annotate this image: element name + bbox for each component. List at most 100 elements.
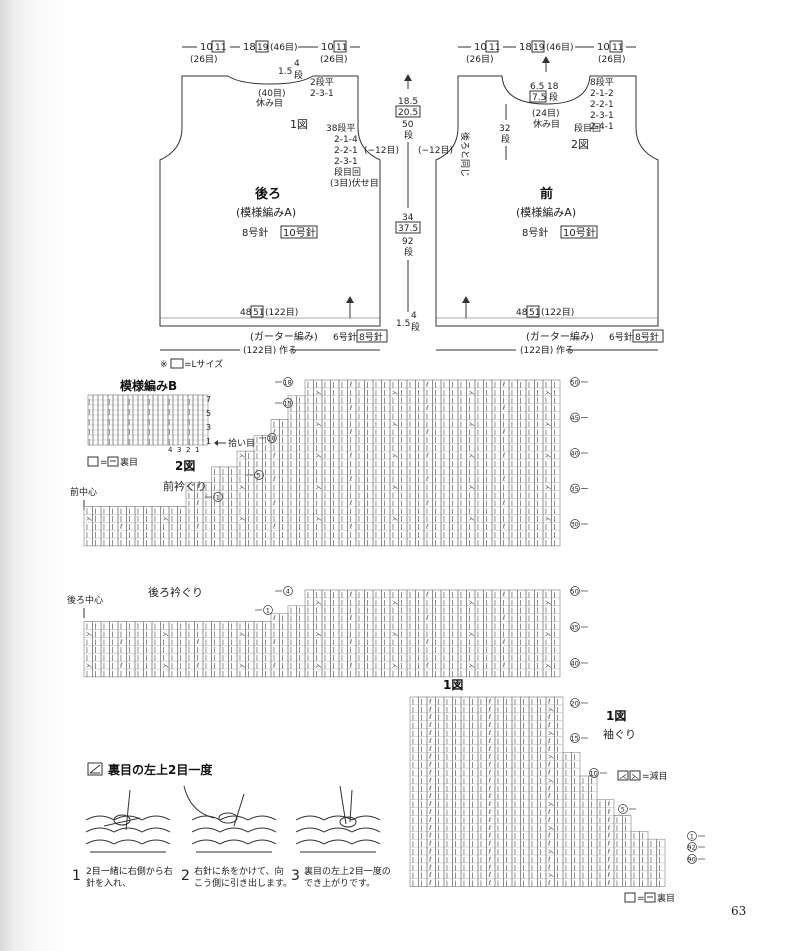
svg-text:ℓ: ℓ: [350, 523, 353, 531]
svg-text:ǀ: ǀ: [222, 483, 224, 491]
svg-text:ǀ: ǀ: [520, 507, 522, 515]
svg-text:ǀ: ǀ: [446, 713, 448, 721]
svg-text:ǀ: ǀ: [409, 483, 411, 491]
svg-text:ǀ: ǀ: [591, 776, 593, 784]
svg-text:ǀ: ǀ: [659, 879, 661, 887]
svg-text:ǀ: ǀ: [188, 630, 190, 638]
svg-text:ǀ: ǀ: [463, 697, 465, 705]
svg-text:ǀ: ǀ: [324, 380, 326, 388]
svg-text:ǀ: ǀ: [248, 638, 250, 646]
svg-text:⋋: ⋋: [548, 776, 555, 784]
svg-text:ǀ: ǀ: [265, 669, 267, 677]
svg-text:ǀ: ǀ: [409, 428, 411, 436]
svg-text:ǀ: ǀ: [528, 614, 530, 622]
svg-text:ǀ: ǀ: [435, 654, 437, 662]
svg-text:ǀ: ǀ: [95, 523, 97, 531]
svg-text:ǀ: ǀ: [435, 388, 437, 396]
svg-text:⋋: ⋋: [469, 662, 476, 670]
svg-text:ǀ: ǀ: [506, 697, 508, 705]
svg-text:ǀ: ǀ: [537, 669, 539, 677]
svg-text:ǀ: ǀ: [384, 598, 386, 606]
svg-text:ǀ: ǀ: [574, 753, 576, 761]
svg-text:ǀ: ǀ: [435, 420, 437, 428]
svg-text:ǀ: ǀ: [438, 855, 440, 863]
svg-text:ǀ: ǀ: [299, 499, 301, 507]
svg-text:ǀ: ǀ: [316, 380, 318, 388]
svg-text:ǀ: ǀ: [350, 598, 352, 606]
svg-text:ℓ: ℓ: [197, 499, 200, 507]
svg-text:ǀ: ǀ: [421, 816, 423, 824]
svg-text:ǀ: ǀ: [514, 721, 516, 729]
svg-text:ǀ: ǀ: [633, 863, 635, 871]
back-hem-width-st: (122目): [265, 307, 298, 318]
svg-text:ǀ: ǀ: [350, 491, 352, 499]
svg-text:ǀ: ǀ: [418, 590, 420, 598]
svg-text:ǀ: ǀ: [384, 475, 386, 483]
svg-text:ǀ: ǀ: [477, 444, 479, 452]
svg-text:ǀ: ǀ: [333, 467, 335, 475]
svg-text:ǀ: ǀ: [418, 380, 420, 388]
svg-text:ǀ: ǀ: [545, 654, 547, 662]
svg-text:ǀ: ǀ: [514, 745, 516, 753]
svg-text:ǀ: ǀ: [384, 428, 386, 436]
svg-text:ǀ: ǀ: [565, 871, 567, 879]
svg-text:ǀ: ǀ: [443, 420, 445, 428]
svg-text:ǀ: ǀ: [188, 438, 190, 446]
svg-text:ǀ: ǀ: [171, 638, 173, 646]
svg-text:ǀ: ǀ: [537, 538, 539, 546]
svg-text:ǀ: ǀ: [341, 380, 343, 388]
lsize-box: [211, 40, 225, 53]
svg-text:ǀ: ǀ: [375, 538, 377, 546]
svg-text:ǀ: ǀ: [137, 662, 139, 670]
svg-text:ǀ: ǀ: [222, 538, 224, 546]
back-edge-needle: 6号針: [333, 331, 357, 343]
svg-text:ǀ: ǀ: [469, 614, 471, 622]
svg-text:ǀ: ǀ: [205, 646, 207, 654]
svg-text:ǀ: ǀ: [537, 483, 539, 491]
svg-text:ℓ: ℓ: [608, 816, 611, 824]
svg-text:ǀ: ǀ: [435, 452, 437, 460]
svg-text:ǀ: ǀ: [290, 459, 292, 467]
svg-text:ǀ: ǀ: [188, 398, 190, 406]
svg-text:ǀ: ǀ: [367, 614, 369, 622]
svg-text:ǀ: ǀ: [565, 792, 567, 800]
svg-text:ǀ: ǀ: [163, 507, 165, 515]
svg-text:ǀ: ǀ: [256, 436, 258, 444]
svg-text:ǀ: ǀ: [528, 622, 530, 630]
svg-text:ǀ: ǀ: [599, 871, 601, 879]
body-height: 34: [402, 213, 414, 223]
svg-text:ǀ: ǀ: [112, 622, 114, 630]
svg-text:ǀ: ǀ: [341, 669, 343, 677]
svg-text:ǀ: ǀ: [463, 808, 465, 816]
svg-text:ℓ: ℓ: [350, 614, 353, 622]
svg-text:ǀ: ǀ: [480, 761, 482, 769]
svg-text:ǀ: ǀ: [401, 538, 403, 546]
svg-text:ǀ: ǀ: [452, 428, 454, 436]
svg-text:ǀ: ǀ: [469, 622, 471, 630]
front-neck-depth-l: 7.5: [532, 93, 546, 103]
svg-text:ǀ: ǀ: [108, 418, 110, 426]
svg-text:ǀ: ǀ: [497, 721, 499, 729]
svg-text:ℓ: ℓ: [273, 428, 276, 436]
svg-text:ǀ: ǀ: [88, 438, 90, 446]
front-neck-side: 32: [499, 124, 510, 134]
svg-text:ǀ: ǀ: [367, 404, 369, 412]
svg-text:ǀ: ǀ: [324, 404, 326, 412]
svg-text:ǀ: ǀ: [273, 646, 275, 654]
svg-text:ǀ: ǀ: [531, 871, 533, 879]
svg-text:ǀ: ǀ: [307, 669, 309, 677]
svg-text:ǀ: ǀ: [412, 721, 414, 729]
pattern-b-legend-eq: =: [100, 458, 108, 468]
svg-text:ǀ: ǀ: [540, 729, 542, 737]
svg-text:ǀ: ǀ: [540, 832, 542, 840]
svg-text:ǀ: ǀ: [324, 531, 326, 539]
svg-text:ǀ: ǀ: [503, 491, 505, 499]
svg-text:ǀ: ǀ: [307, 507, 309, 515]
svg-text:ǀ: ǀ: [222, 523, 224, 531]
svg-text:ǀ: ǀ: [231, 638, 233, 646]
svg-text:ǀ: ǀ: [511, 606, 513, 614]
svg-text:ǀ: ǀ: [531, 705, 533, 713]
svg-text:ǀ: ǀ: [435, 622, 437, 630]
svg-text:ǀ: ǀ: [290, 531, 292, 539]
